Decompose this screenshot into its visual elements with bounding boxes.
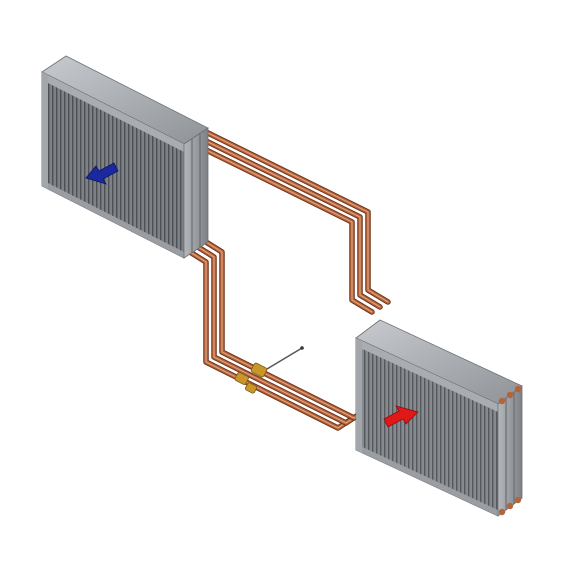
copper-pipe-circuits <box>187 129 391 431</box>
valve-body <box>250 362 268 378</box>
copper-pipe <box>197 246 359 424</box>
supply-coil-front-frame <box>356 338 498 412</box>
copper-pipe <box>189 251 351 429</box>
exhaust-coil-side-header <box>183 127 209 259</box>
valve-body <box>245 382 257 394</box>
copper-pipe <box>205 131 389 303</box>
control-valve-assembly <box>234 346 304 394</box>
supply-coil-side-header <box>497 385 523 517</box>
supply-airflow-arrow <box>383 405 419 428</box>
supply-air-coil <box>355 319 523 517</box>
copper-pipe <box>189 141 373 313</box>
valve-body <box>234 372 249 385</box>
exhaust-coil-front-frame <box>42 72 184 152</box>
copper-pipe <box>197 136 381 308</box>
exhaust-air-coil <box>41 55 209 259</box>
exhaust-airflow-arrow <box>85 162 119 185</box>
valve-actuator-stem <box>261 347 303 373</box>
